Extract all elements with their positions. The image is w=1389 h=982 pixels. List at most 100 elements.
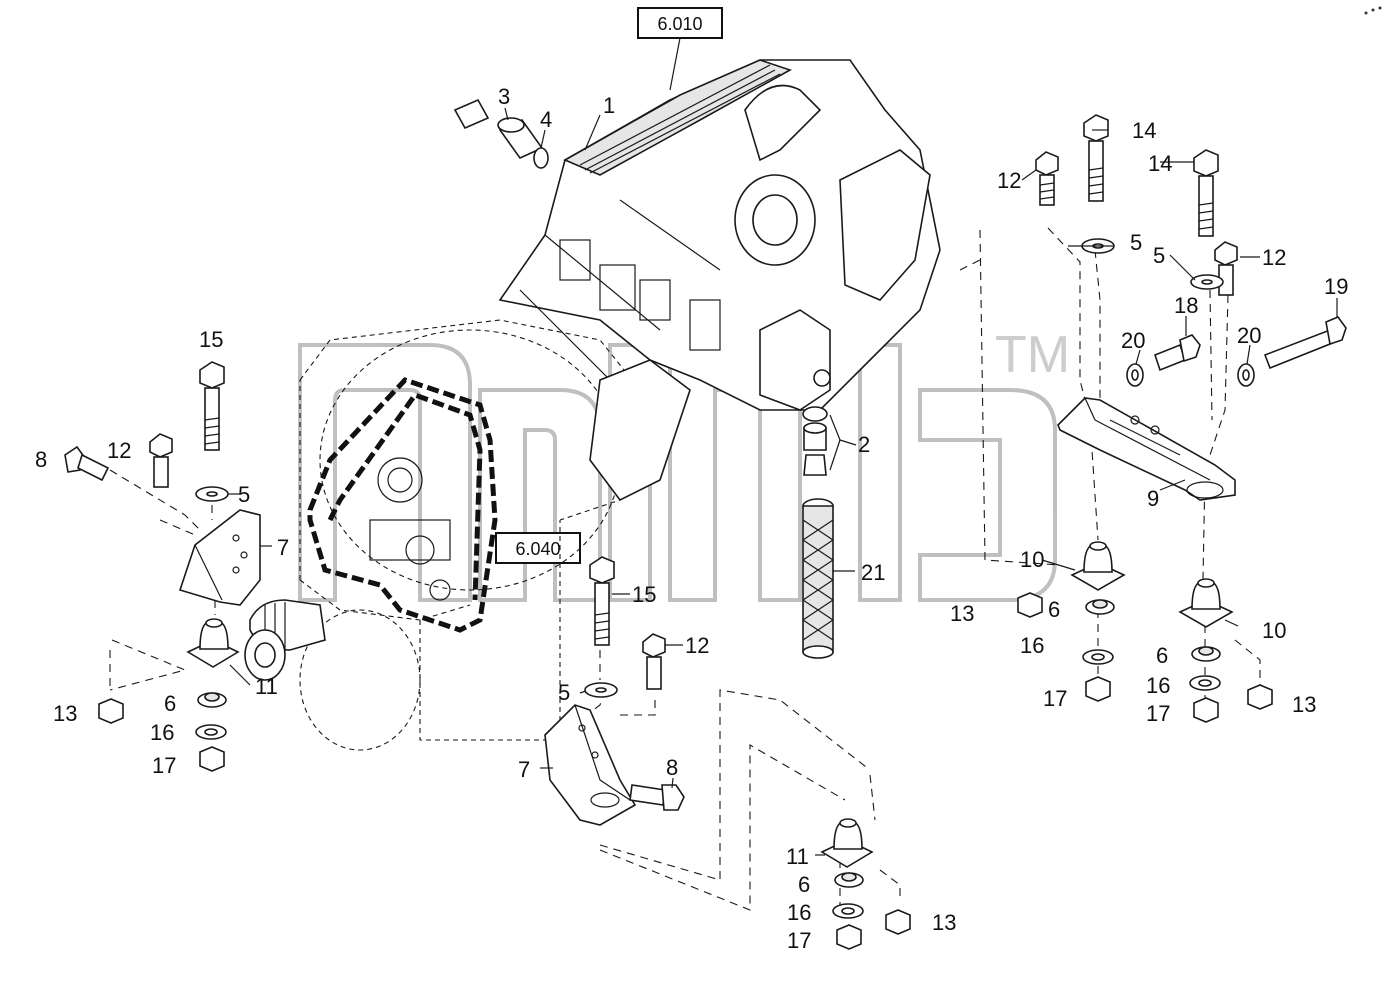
ref-box-6040[interactable]: 6.040 (495, 532, 581, 564)
callout-10-b: 10 (1262, 618, 1286, 643)
callout-6-middle: 6 (798, 872, 810, 897)
callout-10-a: 10 (1020, 547, 1044, 572)
bolt-14-a[interactable] (1083, 114, 1109, 202)
ref-label-6010: 6.010 (657, 14, 702, 34)
callout-4: 4 (540, 107, 552, 132)
callout-13-b: 13 (1292, 692, 1316, 717)
hydraulic-pump-group (244, 377, 498, 681)
callout-16-a: 16 (1020, 633, 1044, 658)
washer-16-middle[interactable] (832, 903, 864, 919)
washer-6-left[interactable] (197, 692, 227, 708)
nut-17-right-b[interactable] (1193, 697, 1219, 723)
callout-2: 2 (858, 432, 870, 457)
callout-14-b: 14 (1148, 151, 1172, 176)
callout-labels: 1 2 3 4 5 5 5 5 6 6 6 6 7 7 8 8 9 10 10 … (35, 84, 1348, 953)
callout-19: 19 (1324, 274, 1348, 299)
nut-13-middle[interactable] (885, 909, 911, 935)
nut-17-right-a[interactable] (1085, 676, 1111, 702)
washer-16-right-a[interactable] (1082, 649, 1114, 665)
callout-17-d: 17 (787, 928, 811, 953)
bracket-9[interactable] (1057, 397, 1236, 501)
nut-17-left[interactable] (199, 746, 225, 772)
sensor-3[interactable] (453, 98, 544, 160)
callout-5-right-a: 5 (1130, 230, 1142, 255)
ref-label-6040: 6.040 (515, 539, 560, 559)
callout-6-right-b: 6 (1156, 643, 1168, 668)
bolt-12-right[interactable] (1214, 241, 1238, 296)
bolt-12-middle[interactable] (642, 633, 666, 690)
callout-13-d: 13 (932, 910, 956, 935)
bracket-7-middle[interactable] (544, 704, 637, 826)
callout-16-c: 16 (150, 720, 174, 745)
leader-lines (228, 107, 1338, 856)
washer-6-middle[interactable] (834, 872, 864, 888)
mount-10-a[interactable] (1070, 541, 1126, 591)
nut-13-left[interactable] (98, 698, 124, 724)
mount-10-b[interactable] (1178, 578, 1234, 628)
callout-11-left: 11 (255, 674, 278, 699)
callout-12-d: 12 (685, 633, 709, 658)
callout-11-middle: 11 (786, 844, 809, 869)
callout-1: 1 (603, 93, 615, 118)
washer-6-right-b[interactable] (1191, 646, 1221, 662)
nut-17-middle[interactable] (836, 924, 862, 950)
engine-assembly (299, 59, 941, 751)
bolt-12-left[interactable] (149, 433, 173, 488)
washer-5-left[interactable] (195, 486, 229, 502)
callout-16-d: 16 (787, 900, 811, 925)
nut-13-right-a[interactable] (1017, 592, 1043, 618)
callout-13-c: 13 (53, 701, 77, 726)
washer-16-left[interactable] (195, 724, 227, 740)
callout-17-b: 17 (1146, 701, 1170, 726)
callout-21: 21 (861, 560, 885, 585)
washer-5-b[interactable] (1190, 274, 1224, 290)
bracket-7-left[interactable] (178, 509, 261, 606)
callout-6-right-a: 6 (1048, 597, 1060, 622)
washer-20-b[interactable] (1237, 363, 1255, 387)
callout-15-middle: 15 (632, 582, 656, 607)
washer-16-right-b[interactable] (1189, 675, 1221, 691)
callout-12-a: 12 (997, 168, 1021, 193)
callout-20-a: 20 (1121, 328, 1145, 353)
callout-5-middle: 5 (558, 680, 570, 705)
bolt-19[interactable] (1263, 316, 1347, 370)
callout-20-b: 20 (1237, 323, 1261, 348)
callout-8-middle: 8 (666, 755, 678, 780)
callout-5-right-b: 5 (1153, 243, 1165, 268)
washer-5-middle[interactable] (584, 682, 618, 698)
callout-15-left: 15 (199, 327, 223, 352)
callout-16-b: 16 (1146, 673, 1170, 698)
callout-7-middle: 7 (518, 757, 530, 782)
callout-9: 9 (1147, 486, 1159, 511)
hose-21[interactable] (802, 498, 834, 659)
callout-12-c: 12 (107, 438, 131, 463)
callout-8-left: 8 (35, 447, 47, 472)
callout-6-left: 6 (164, 691, 176, 716)
ref-box-6010[interactable]: 6.010 (637, 7, 723, 91)
mount-11-left[interactable] (186, 618, 240, 668)
nut-13-right-b[interactable] (1247, 684, 1273, 710)
callout-17-c: 17 (152, 753, 176, 778)
bolt-14-b[interactable] (1193, 149, 1219, 237)
callout-3: 3 (498, 84, 510, 109)
callout-18: 18 (1174, 293, 1198, 318)
seal-4[interactable] (533, 147, 549, 169)
callout-12-b: 12 (1262, 245, 1286, 270)
callout-13-a: 13 (950, 601, 974, 626)
bolt-12-top[interactable] (1035, 151, 1059, 206)
bolt-8-left[interactable] (64, 445, 110, 482)
callout-17-a: 17 (1043, 686, 1067, 711)
bolt-18[interactable] (1154, 334, 1201, 372)
callout-5-left: 5 (238, 482, 250, 507)
washer-20-a[interactable] (1126, 363, 1144, 387)
bolt-8-middle[interactable] (629, 784, 685, 811)
washer-6-right-a[interactable] (1085, 599, 1115, 615)
corner-mark-icon (1364, 6, 1382, 15)
mount-11-middle[interactable] (820, 818, 874, 868)
bolt-15-left[interactable] (199, 361, 225, 451)
callout-14-a: 14 (1132, 118, 1156, 143)
fitting-2[interactable] (802, 406, 841, 476)
bolt-15-middle[interactable] (589, 556, 615, 646)
